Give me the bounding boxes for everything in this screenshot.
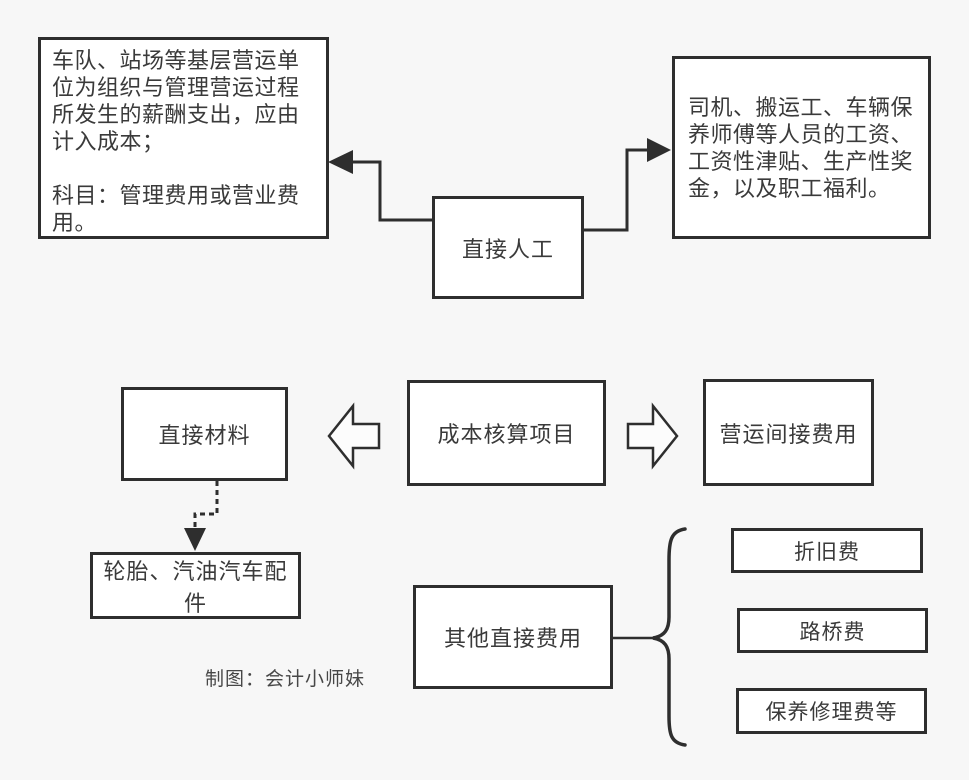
direct-note-text: 司机、搬运工、车辆保养师傅等人员的工资、工资性津贴、生产性奖金，以及职工福利。	[688, 94, 914, 201]
arrowhead-left-icon	[328, 150, 353, 174]
dotted-arrow-materials	[184, 481, 219, 551]
node-direct-labor: 直接人工	[432, 196, 584, 299]
node-materials-example-label: 轮胎、汽油汽车配件	[103, 558, 288, 616]
node-depreciation-label: 折旧费	[794, 540, 860, 564]
arrowhead-down-icon	[184, 528, 206, 551]
node-materials-example: 轮胎、汽油汽车配件	[90, 552, 301, 619]
node-depreciation-fee: 折旧费	[731, 528, 923, 573]
block-arrow-right-icon	[626, 402, 679, 470]
arrow-labor-to-direct-note	[583, 138, 671, 232]
node-other-direct-label: 其他直接费用	[443, 626, 582, 651]
node-maintenance-label: 保养修理费等	[765, 701, 898, 724]
node-direct-labor-label: 直接人工	[461, 236, 554, 262]
node-direct-labor-note: 司机、搬运工、车辆保养师傅等人员的工资、工资性津贴、生产性奖金，以及职工福利。	[672, 56, 931, 239]
node-direct-materials-label: 直接材料	[158, 423, 251, 448]
author-caption: 制图：会计小师妹	[205, 669, 366, 690]
admin-note-paragraph-2: 科目：管理费用或营业费用。	[52, 183, 300, 235]
node-cost-accounting-items: 成本核算项目	[407, 380, 606, 486]
node-other-direct-cost: 其他直接费用	[413, 585, 613, 689]
node-admin-cost-note: 车队、站场等基层营运单位为组织与管理营运过程所发生的薪酬支出，应由计入成本； 科…	[38, 37, 329, 239]
node-center-label: 成本核算项目	[437, 422, 576, 447]
node-operating-indirect-cost: 营运间接费用	[703, 379, 874, 486]
arrow-labor-to-admin-note	[328, 150, 432, 222]
curly-brace-icon	[613, 527, 687, 747]
block-arrow-left-icon	[327, 402, 381, 470]
node-direct-materials: 直接材料	[121, 387, 288, 481]
node-maintenance-repair-fee: 保养修理费等	[736, 688, 927, 734]
arrowhead-right-icon	[647, 138, 671, 162]
node-road-bridge-label: 路桥费	[799, 620, 866, 644]
node-road-bridge-fee: 路桥费	[737, 608, 928, 653]
node-operating-indirect-label: 营运间接费用	[719, 421, 858, 447]
admin-note-paragraph-1: 车队、站场等基层营运单位为组织与管理营运过程所发生的薪酬支出，应由计入成本；	[52, 48, 300, 154]
